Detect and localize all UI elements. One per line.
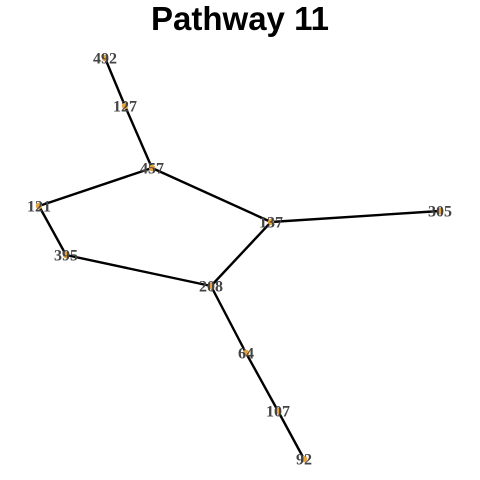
- node-dot-64: [242, 349, 250, 357]
- node-dot-127: [121, 102, 129, 110]
- node-label-92: 92: [296, 452, 312, 469]
- node-121: 121: [27, 199, 51, 216]
- node-64: 64: [238, 346, 254, 363]
- node-label-457: 457: [140, 161, 164, 178]
- node-label-492: 492: [93, 51, 117, 68]
- node-label-395: 395: [54, 248, 78, 265]
- node-label-305: 305: [428, 204, 452, 221]
- node-208: 208: [199, 279, 223, 296]
- node-dot-395: [62, 251, 70, 259]
- edge-208-64: [209, 285, 248, 354]
- node-dot-492: [101, 54, 109, 62]
- node-label-208: 208: [199, 279, 223, 296]
- edge-492-127: [103, 57, 127, 107]
- node-92: 92: [296, 452, 312, 469]
- edge-137-305: [270, 209, 441, 224]
- edges-layer: [37, 57, 441, 460]
- node-127: 127: [113, 99, 137, 116]
- node-305: 305: [428, 204, 452, 221]
- node-label-121: 121: [27, 199, 51, 216]
- edge-64-107: [244, 352, 280, 412]
- nodes-layer: 492 127 457 121 395 137 305 208 64 107 92: [27, 51, 452, 469]
- edge-457-137: [151, 166, 272, 224]
- node-137: 137: [259, 215, 283, 232]
- node-457: 457: [140, 161, 164, 178]
- node-label-137: 137: [259, 215, 283, 232]
- node-dot-121: [35, 202, 43, 210]
- node-label-107: 107: [266, 404, 290, 421]
- edge-137-208: [210, 221, 272, 287]
- graph-title: Pathway 11: [151, 0, 329, 37]
- node-dot-137: [267, 218, 275, 226]
- edge-395-208: [65, 253, 212, 288]
- node-label-64: 64: [238, 346, 254, 363]
- edge-127-457: [123, 105, 154, 169]
- node-395: 395: [54, 248, 78, 265]
- node-dot-208: [207, 282, 215, 290]
- node-label-127: 127: [113, 99, 137, 116]
- node-dot-107: [274, 407, 282, 415]
- edge-107-92: [276, 410, 306, 460]
- node-dot-457: [148, 164, 156, 172]
- edge-121-395: [37, 205, 68, 256]
- edge-457-121: [38, 166, 153, 208]
- node-dot-305: [436, 207, 444, 215]
- node-dot-92: [300, 455, 308, 463]
- node-107: 107: [266, 404, 290, 421]
- node-492: 492: [93, 51, 117, 68]
